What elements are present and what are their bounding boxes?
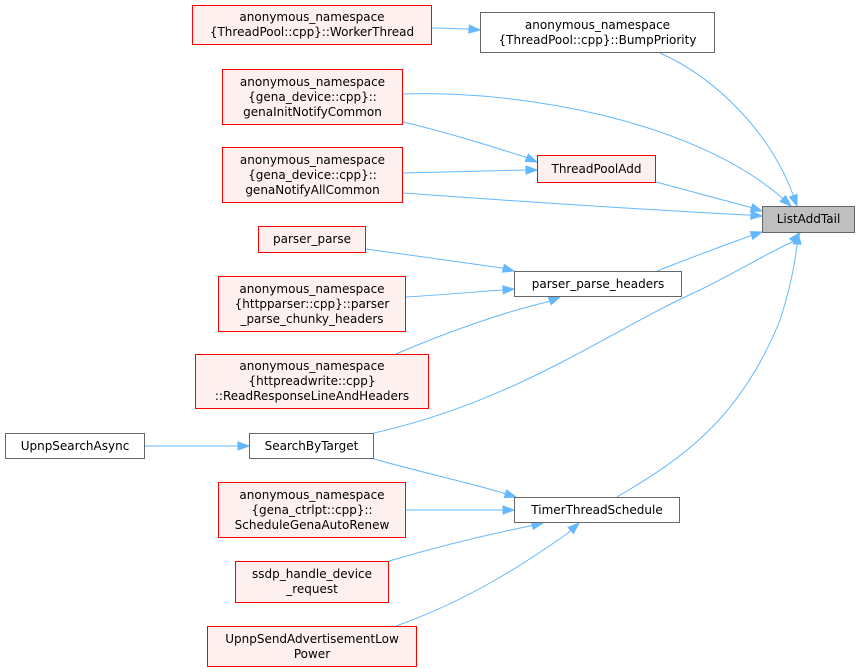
edge-thread-pool-add-to-list-add-tail-tail (748, 206, 752, 209)
node-worker-thread[interactable]: anonymous_namespace {ThreadPool::cpp}::W… (192, 5, 432, 45)
edge-read-response-to-list-add-tail-tail (791, 240, 794, 243)
edge-gena-init-to-thread-pool-add-arrowhead (524, 153, 539, 163)
node-search-by-target[interactable]: SearchByTarget (249, 433, 374, 459)
edge-parser-parse-to-parser-parse-headers-arrowhead (501, 263, 516, 273)
node-parser-parse-headers[interactable]: parser_parse_headers (514, 271, 682, 297)
edge-read-response-to-list-add-tail (373, 241, 793, 434)
edge-schedule-gena-to-timer-thread-schedule-arrowhead (502, 505, 516, 515)
node-thread-pool-add[interactable]: ThreadPoolAdd (537, 155, 656, 183)
edge-timer-thread-schedule-to-list-add-tail (616, 244, 798, 498)
edge-gena-notify-all-to-thread-pool-add-arrowhead (525, 165, 539, 175)
edge-gena-notify-all-to-list-add-tail-arrowhead (750, 210, 764, 220)
edge-gena-init-to-thread-pool-add-tail (524, 156, 528, 159)
edge-thread-pool-add-to-list-add-tail (655, 181, 750, 208)
edge-parser-parse-headers-to-list-add-tail-tail (749, 235, 752, 237)
edge-bump-priority-to-list-add-tail-arrowhead (788, 193, 798, 208)
edge-bump-priority-to-list-add-tail (659, 52, 793, 193)
edge-search-by-target-to-timer-thread-schedule-arrowhead (503, 489, 518, 499)
edge-worker-thread-to-bump-priority (431, 27, 469, 30)
edge-thread-pool-add-to-list-add-tail-arrowhead (749, 203, 764, 213)
node-parser-parse[interactable]: parser_parse (258, 226, 366, 253)
node-ssdp-handle-device-request[interactable]: ssdp_handle_device _request (235, 561, 389, 603)
node-upnp-send-advertisement-low-power[interactable]: UpnpSendAdvertisementLow Power (207, 626, 417, 667)
node-schedule-gena-auto-renew[interactable]: anonymous_namespace {gena_ctrlpt::cpp}::… (218, 482, 406, 538)
edge-read-response-to-parser-parse-headers-tail (546, 300, 550, 303)
node-gena-init-notify-common[interactable]: anonymous_namespace {gena_device::cpp}::… (222, 69, 403, 125)
edge-ssdp-handle-to-timer-thread-schedule-tail (529, 524, 533, 527)
edge-parser-parse-to-parser-parse-headers (365, 248, 503, 269)
node-list-add-tail: ListAddTail (762, 206, 855, 233)
edge-chunky-headers-to-parser-parse-headers (405, 289, 503, 298)
edge-gena-init-to-list-add-tail (402, 93, 781, 197)
edge-gena-notify-all-to-thread-pool-add (402, 169, 526, 174)
node-bump-priority[interactable]: anonymous_namespace {ThreadPool::cpp}::B… (480, 12, 715, 53)
node-parser-parse-chunky-headers[interactable]: anonymous_namespace {httpparser::cpp}::p… (218, 276, 406, 332)
edge-read-response-to-parser-parse-headers (395, 301, 548, 355)
edge-read-response-to-parser-parse-headers-arrowhead (547, 296, 562, 306)
node-gena-notify-all-common[interactable]: anonymous_namespace {gena_device::cpp}::… (222, 147, 403, 203)
node-upnp-search-async[interactable]: UpnpSearchAsync (5, 433, 145, 459)
edge-upnp-send-adv-to-timer-thread-schedule (395, 532, 569, 627)
edge-gena-init-to-list-add-tail-tail (779, 195, 784, 199)
node-read-response-line-and-headers[interactable]: anonymous_namespace {httpreadwrite::cpp}… (195, 354, 429, 409)
edge-parser-parse-headers-to-list-add-tail (656, 235, 751, 272)
edge-parser-parse-headers-to-list-add-tail-arrowhead (749, 231, 764, 241)
edge-upnp-send-adv-to-timer-thread-schedule-tail (567, 530, 572, 534)
edge-worker-thread-to-bump-priority-arrowhead (468, 24, 482, 34)
edge-ssdp-handle-to-timer-thread-schedule (388, 525, 531, 562)
edge-timer-thread-schedule-to-list-add-tail-arrowhead (792, 231, 802, 245)
edge-gena-notify-all-to-list-add-tail (402, 192, 749, 216)
edge-search-by-target-to-timer-thread-schedule (373, 458, 504, 494)
edge-search-by-target-to-timer-thread-schedule-tail (502, 492, 506, 495)
edge-chunky-headers-to-parser-parse-headers-arrowhead (502, 285, 516, 295)
edge-upnp-search-async-to-search-by-target-arrowhead (237, 441, 251, 451)
node-timer-thread-schedule[interactable]: TimerThreadSchedule (514, 497, 680, 523)
edge-bump-priority-to-list-add-tail-tail (791, 191, 794, 196)
edge-gena-init-to-thread-pool-add (402, 121, 526, 158)
